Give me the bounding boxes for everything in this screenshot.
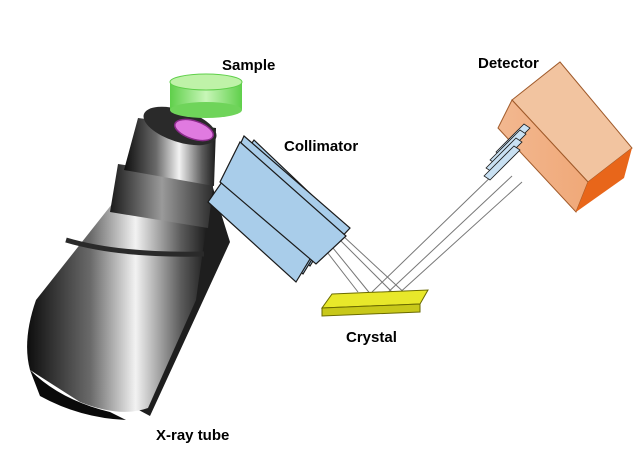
crystal-front — [321, 303, 421, 317]
detector — [483, 61, 633, 213]
sample-top — [169, 73, 243, 91]
tube-window — [174, 118, 214, 142]
label-sample: Sample — [222, 57, 275, 74]
collimator-plate-5 — [219, 141, 347, 265]
sample — [169, 73, 243, 118]
label-collimator: Collimator — [284, 138, 358, 155]
tube-base-rim — [30, 370, 126, 420]
label-detector: Detector — [478, 55, 539, 72]
xray-tube — [27, 106, 230, 420]
label-xray-tube: X-ray tube — [156, 427, 229, 444]
detector-side — [576, 148, 632, 212]
tube-body — [27, 204, 208, 412]
collimator — [207, 135, 351, 283]
crystal — [320, 289, 429, 317]
label-crystal: Crystal — [346, 329, 397, 346]
sample-bottom — [170, 102, 242, 118]
detector-slits — [483, 123, 531, 181]
tube-ridge — [65, 237, 205, 257]
